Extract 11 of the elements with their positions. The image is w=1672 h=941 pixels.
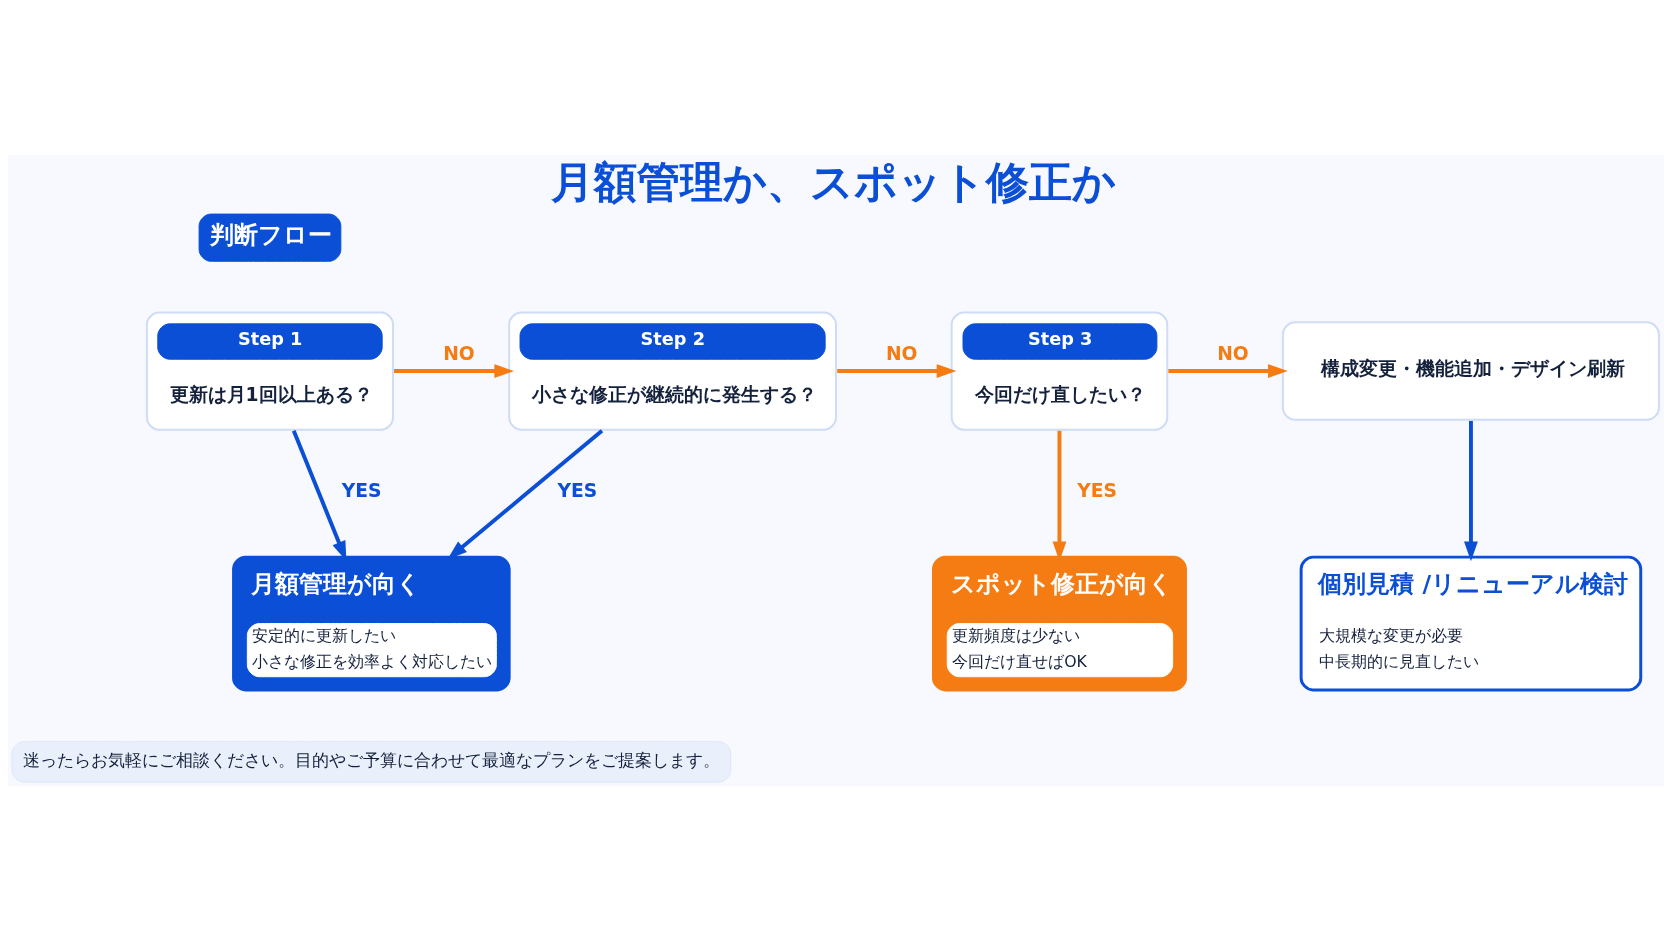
- edge-label: YES: [1077, 480, 1117, 502]
- edge-label: YES: [341, 480, 382, 502]
- arrow: [1464, 420, 1478, 562]
- diagram-title: 月額管理か、スポット修正か: [550, 156, 1116, 207]
- arrow: [1168, 364, 1288, 378]
- edge-label: NO: [443, 342, 475, 364]
- edge-label: YES: [557, 480, 598, 502]
- arrow: [394, 364, 515, 378]
- edge-label: NO: [1217, 342, 1249, 364]
- arrow: [837, 364, 957, 378]
- edge-label: NO: [885, 342, 918, 364]
